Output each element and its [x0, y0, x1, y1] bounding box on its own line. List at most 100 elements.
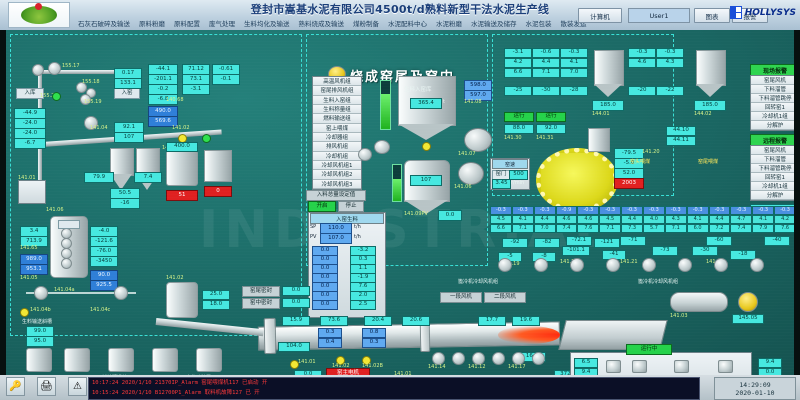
alarm-list-item[interactable]: 冷却机1组: [751, 182, 794, 191]
alarm-list-item[interactable]: 回转窑1: [751, 173, 794, 182]
menu-list-item[interactable]: 窑上喂煤: [313, 123, 361, 133]
alarm-list-item[interactable]: 窑尾风机: [751, 76, 794, 85]
cone-1: [110, 174, 132, 190]
menu-item[interactable]: 水泥包装: [525, 20, 552, 28]
pulley-c: [86, 88, 96, 98]
menu-item[interactable]: 废气处理: [209, 20, 235, 28]
small-panel-left[interactable]: [18, 180, 46, 204]
pump-2: [534, 258, 548, 272]
menu-list-item[interactable]: 冷却风机组1: [313, 160, 361, 171]
cooler-fan-3: [472, 352, 485, 365]
menu-list-item[interactable]: 生料入窑组: [313, 95, 361, 105]
rt-15: -30: [532, 86, 560, 96]
alarm-list-item[interactable]: 下料溜管跳停: [751, 164, 794, 173]
valve-green-1[interactable]: [52, 92, 61, 101]
menu-item[interactable]: 水泥配料中心: [388, 20, 427, 28]
menu-item[interactable]: 生料均化及输送: [244, 20, 290, 28]
alarm-list-item[interactable]: 下料溜管跳停: [751, 94, 794, 103]
rt-8: 7.1: [532, 68, 560, 78]
cooler-btn-2[interactable]: [632, 360, 647, 373]
pulley-top: [32, 64, 44, 76]
pump-8: [750, 258, 764, 272]
k-10: 0.8: [362, 328, 386, 338]
menu-item[interactable]: 散装发运: [560, 20, 587, 28]
valve-3[interactable]: [20, 308, 29, 317]
menu-item[interactable]: 原料粉磨: [139, 20, 165, 28]
user-field[interactable]: User1: [628, 8, 690, 23]
alarm-row[interactable]: 10:15:24 2020/1/10 B12700P1_Alarm 取料机故障1…: [92, 390, 260, 397]
valve-2[interactable]: [202, 134, 211, 143]
alarm-list-item[interactable]: 分解炉: [751, 191, 794, 200]
tag-141-01: 141.01: [18, 175, 36, 181]
feed-sp-unit: t/h: [354, 224, 361, 230]
menu-list-item[interactable]: 燃料输送组: [313, 114, 361, 124]
pulley-d: [80, 94, 91, 105]
feed-pv-unit: t/h: [354, 234, 361, 240]
start-button[interactable]: 开启: [308, 201, 336, 212]
feed-right-6: 2.5: [350, 300, 376, 310]
alarm-list-item[interactable]: 分解炉: [751, 121, 794, 130]
kiln-valve-2[interactable]: [362, 356, 371, 365]
menu-item[interactable]: 石灰石破碎及输送: [78, 20, 130, 28]
menu-list-item[interactable]: 生料称量组: [313, 104, 361, 115]
menu-item[interactable]: 煤粉制备: [353, 20, 379, 28]
alarm-list-item[interactable]: 冷却机1组: [751, 112, 794, 121]
grid-r2c6: 4.5: [599, 215, 622, 224]
roller-2: [114, 286, 128, 300]
printer-icon[interactable]: 🖨: [37, 377, 56, 396]
grid-r1c12: -0.3: [730, 206, 753, 215]
zone-btn-1[interactable]: 一段风机: [440, 292, 482, 303]
menu-list-item[interactable]: 排风机组: [313, 142, 361, 152]
menu-item[interactable]: 水泥输送及储存: [471, 20, 517, 28]
cooler-btn-6[interactable]: [718, 360, 733, 373]
local-alarm-list[interactable]: 窑尾风机 下料溜管 下料溜管跳停 回转窑1 冷却机1组 分解炉: [750, 75, 794, 131]
sr-5: -121: [594, 238, 620, 248]
clock-time: 14:29:09: [739, 380, 771, 389]
grid-r3c1: 6.6: [490, 224, 512, 233]
menu-list-item[interactable]: 高温风机组: [313, 77, 361, 87]
menu-item[interactable]: 原料配置: [174, 20, 200, 28]
menu-list-item[interactable]: 冷却风机组3: [313, 179, 361, 189]
equipment-menu-list[interactable]: 高温风机组 窑尾排风机组 生料入窑组 生料称量组 燃料输送组 窑上喂煤 冷却器组…: [312, 76, 362, 190]
key-icon[interactable]: 🔑: [6, 377, 25, 396]
kiln-tyre-1: [263, 317, 277, 355]
tag-141-04: 141.04: [90, 125, 108, 131]
rt-12: 4.6: [628, 58, 656, 68]
brand-text: HOLLYSYS: [744, 7, 796, 18]
alarm-list-item[interactable]: 回转窑1: [751, 103, 794, 112]
val-74: 7.4: [134, 172, 162, 183]
cf-tag-2: 141.12: [468, 364, 486, 370]
kiln-valve-3[interactable]: [290, 360, 299, 369]
zone-btn-2[interactable]: 二段风机: [484, 292, 526, 303]
warning-icon[interactable]: ⚠: [68, 377, 87, 396]
menu-item[interactable]: 水泥粉磨: [436, 20, 462, 28]
menu-list-item[interactable]: 冷却风机组2: [313, 170, 361, 180]
kiln-valve-1[interactable]: [336, 356, 345, 365]
menu-list-item[interactable]: 窑尾排风机组: [313, 86, 361, 96]
alarm-row[interactable]: 10:17:24 2020/1/10 21370IP_Alarm 窑尾喂煤机11…: [92, 380, 268, 386]
alarm-log[interactable]: 10:17:24 2020/1/10 21370IP_Alarm 窑尾喂煤机11…: [88, 377, 700, 400]
silo-discharge-valve[interactable]: [422, 142, 431, 151]
alarm-list-item[interactable]: 窑尾风机: [751, 146, 794, 155]
computer-button[interactable]: 计算机: [578, 8, 622, 23]
cp-r1: 9.4: [758, 358, 782, 368]
menu-item[interactable]: 熟料烧成及输送: [298, 20, 345, 28]
chart-button[interactable]: 图表: [694, 8, 730, 23]
measurement-grid: -0.3 -0.3 -0.3 -0.9 -0.3 -0.3 -0.3 -0.3 …: [490, 206, 794, 233]
cooler-btn-3[interactable]: [674, 360, 689, 373]
pulley-a: [48, 62, 61, 75]
menu-list-item[interactable]: 冷却机组: [313, 151, 361, 161]
alarm-list-item[interactable]: 下料溜管: [751, 155, 794, 164]
menu-list-item[interactable]: 冷却器组: [313, 132, 361, 143]
mill-ball-4: [61, 258, 72, 269]
cooler-btn-1[interactable]: [606, 360, 621, 373]
menu-bar[interactable]: 石灰石破碎及输送 原料粉磨 原料配置 废气处理 生料均化及输送 熟料烧成及输送 …: [78, 17, 587, 29]
label-cooler-zone: 篦冷机冷却风机组: [458, 279, 499, 285]
remote-alarm-list[interactable]: 窑尾风机 下料溜管 下料溜管跳停 回转窑1 冷却机1组 分解炉: [750, 145, 794, 201]
label-bottom-left: 生料输送斜槽: [22, 319, 53, 325]
feed-left-6: 0.0: [312, 300, 338, 310]
cooler-fan-2: [452, 352, 465, 365]
status-icon-group[interactable]: 🔑 🖨 ⚠ ⚠: [6, 377, 118, 396]
stop-button[interactable]: 停止: [338, 201, 364, 212]
alarm-list-item[interactable]: 下料溜管: [751, 85, 794, 94]
